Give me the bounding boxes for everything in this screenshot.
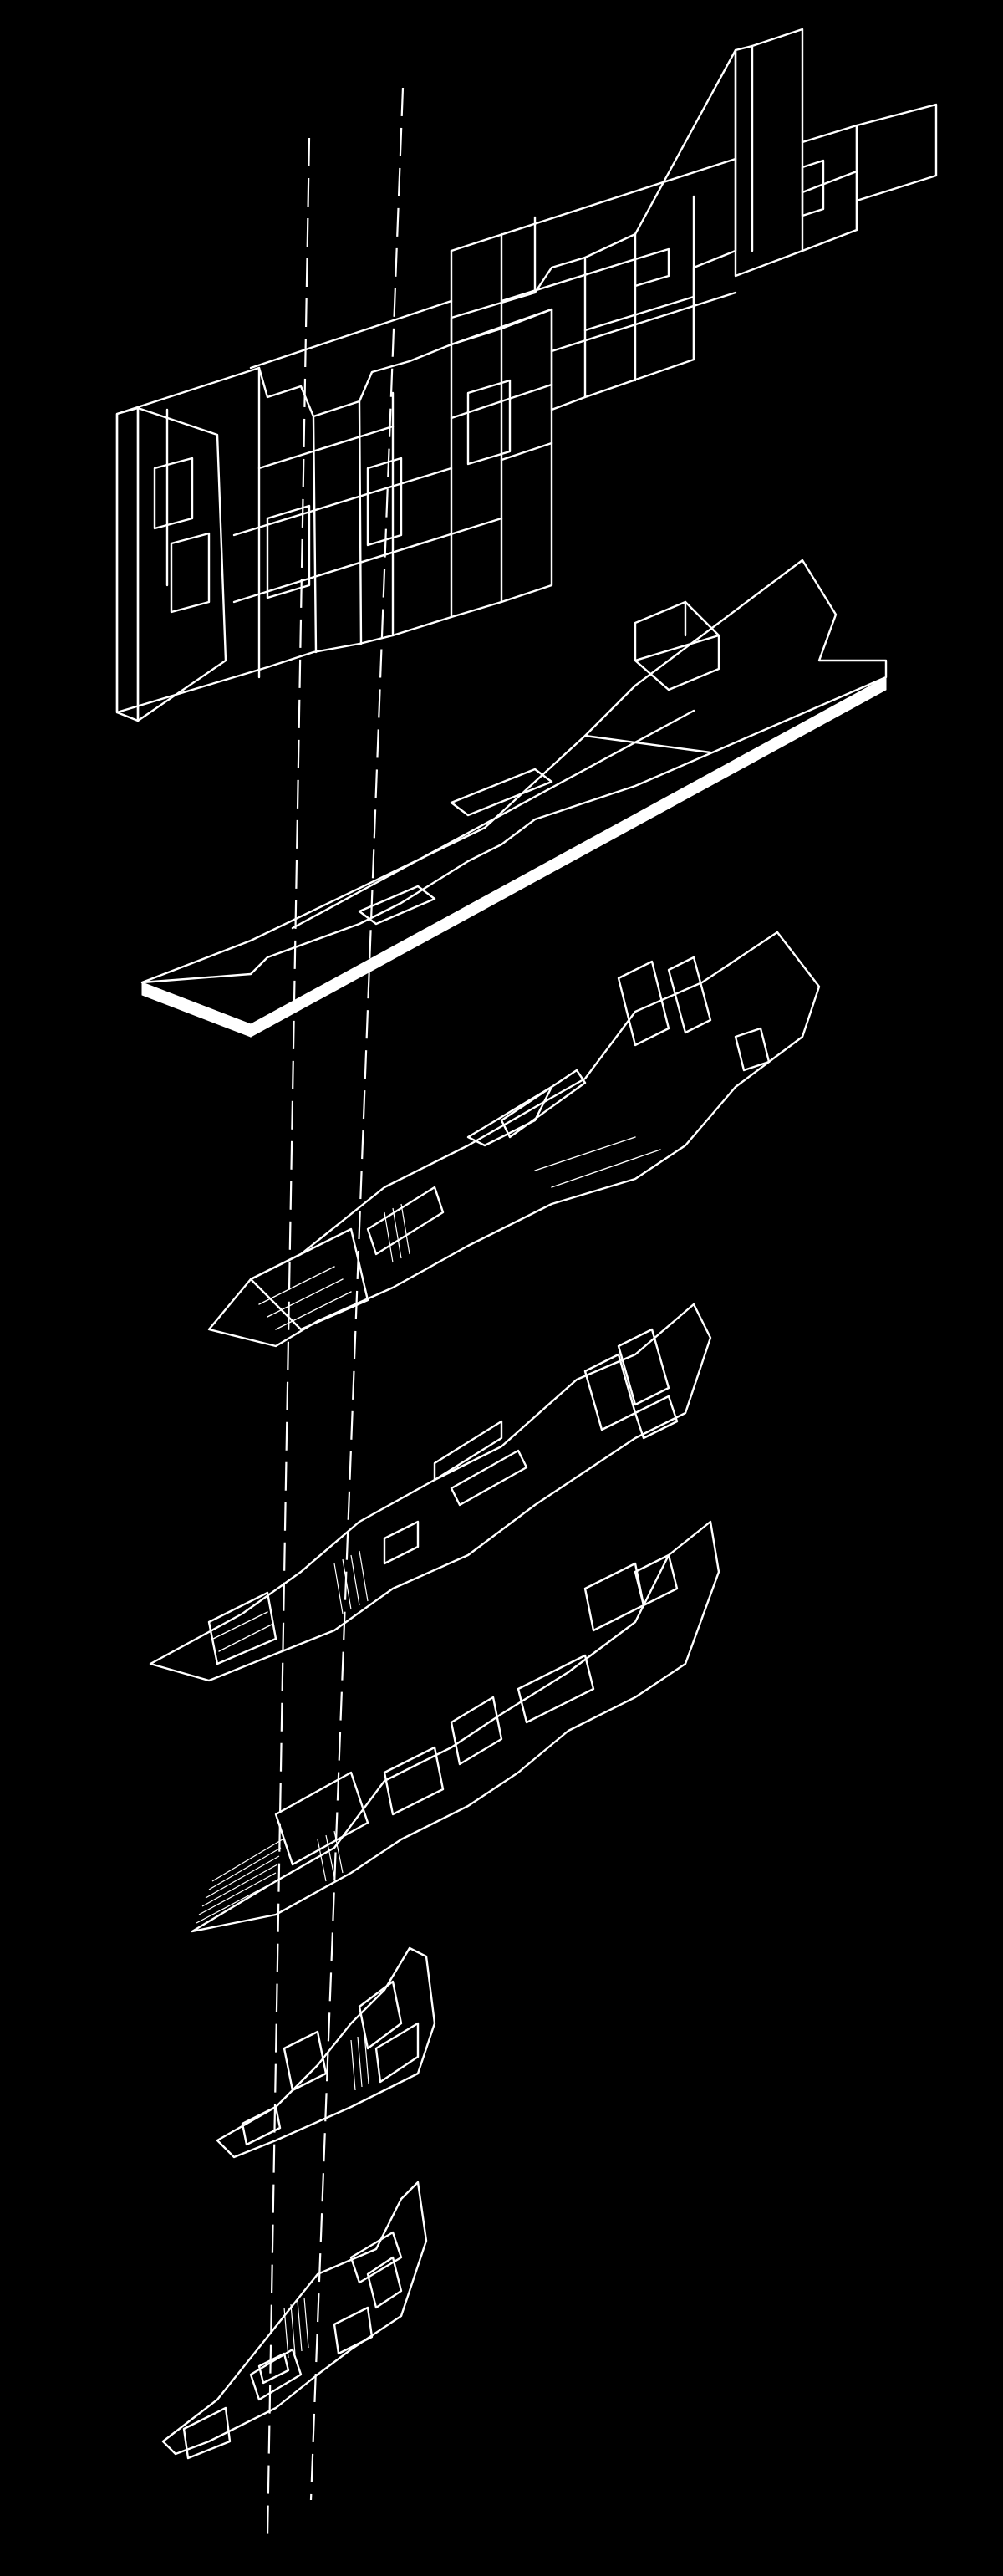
axis-right	[309, 87, 405, 2501]
level-2-plate	[191, 1520, 720, 1933]
ground-plate	[161, 2181, 428, 2460]
level-3-plate	[149, 1303, 712, 1682]
facade-screen	[115, 28, 938, 722]
level-4-plate	[207, 931, 821, 1348]
roof-slab	[140, 559, 888, 1038]
level-1-plate	[216, 1946, 436, 2159]
alignment-axes	[266, 87, 405, 2538]
